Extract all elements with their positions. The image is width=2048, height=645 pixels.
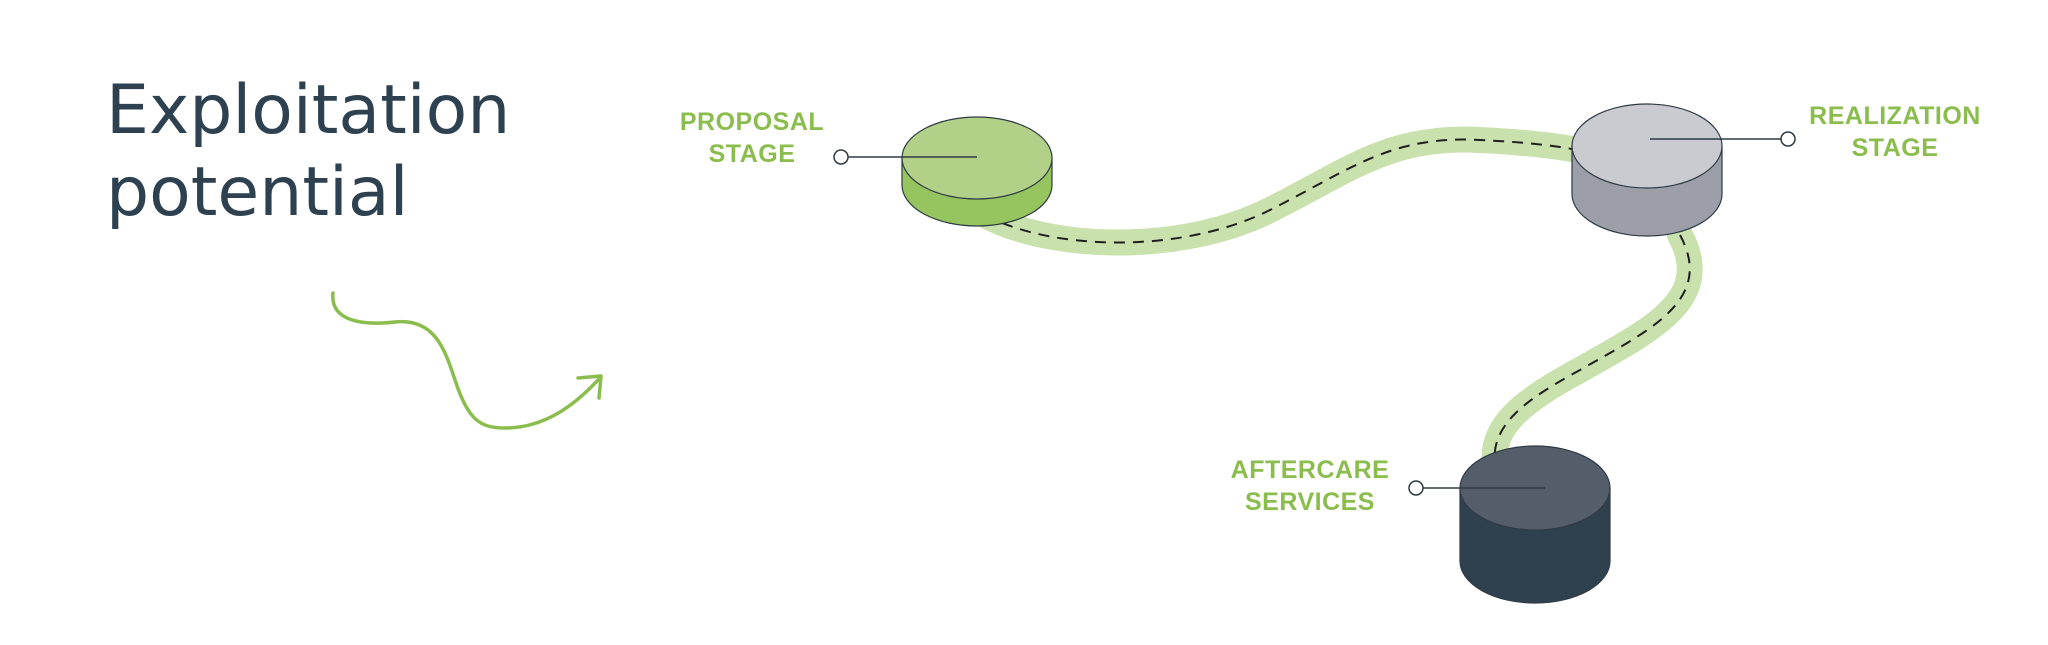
realization-stage-label: REALIZATION STAGE: [1800, 100, 1990, 164]
page-title: Exploitation potential: [106, 70, 510, 234]
aftercare-services-disc: [1459, 445, 1611, 604]
aftercare-services-label-line-2: SERVICES: [1245, 488, 1375, 516]
title-line-1: Exploitation: [106, 71, 511, 150]
title-line-2: potential: [106, 153, 409, 232]
proposal-stage-label-line-2: STAGE: [708, 140, 796, 168]
proposal-stage-label-line-1: PROPOSAL: [679, 108, 825, 136]
realization-stage-label-line-2: STAGE: [1851, 134, 1939, 162]
squiggle-arrow-icon: [331, 291, 603, 430]
proposal-stage-label: PROPOSAL STAGE: [672, 106, 832, 170]
realization-stage-label-line-1: REALIZATION: [1809, 102, 1981, 130]
aftercare-callout: [1408, 480, 1545, 496]
journey-path: [972, 126, 1703, 478]
proposal-stage-disc: [901, 116, 1053, 227]
realization-stage-disc: [1571, 103, 1723, 237]
proposal-callout: [833, 149, 977, 165]
aftercare-services-label-line-1: AFTERCARE: [1230, 456, 1390, 484]
realization-callout: [1650, 131, 1796, 147]
aftercare-services-label: AFTERCARE SERVICES: [1220, 454, 1400, 518]
